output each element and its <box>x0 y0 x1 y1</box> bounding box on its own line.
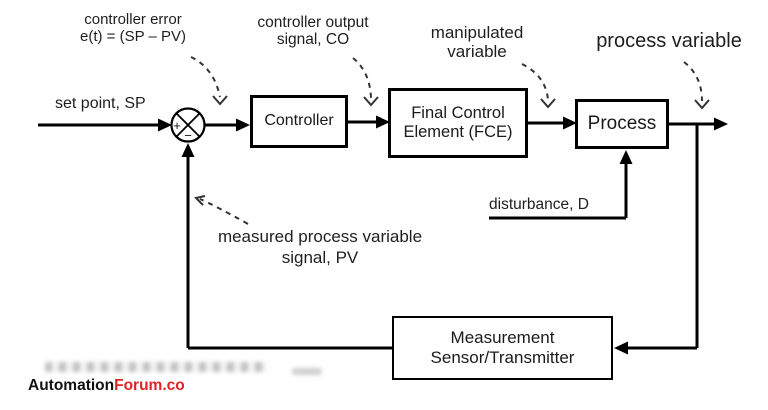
final-control-element-block: Final Control Element (FCE) <box>388 88 528 158</box>
dashed-arrowhead-mv <box>540 98 556 109</box>
dashed-arrowheads <box>194 95 710 206</box>
manipulated-variable-label: manipulated variable <box>417 23 537 61</box>
automationforum-logo: AutomationForum.co <box>28 377 185 395</box>
dashed-arrowhead-pv <box>694 99 710 110</box>
signal-lines <box>38 120 715 350</box>
controller-output-line2: signal, CO <box>276 31 350 49</box>
blurred-watermark-dot <box>292 368 322 375</box>
controller-output-dashed-arrow <box>352 57 372 99</box>
arrowhead-into-sensor <box>614 341 628 355</box>
measured-pv-line2: signal, PV <box>281 248 359 268</box>
junction-plus-sign: + <box>173 118 181 133</box>
dashed-arrowhead-measured <box>194 195 206 206</box>
arrowhead-into-junction-bottom <box>181 143 195 157</box>
fce-block-label-line1: Final Control <box>411 103 505 122</box>
dashed-arrowhead-co <box>363 96 379 107</box>
arrowheads <box>158 115 728 355</box>
disturbance-label: disturbance, D <box>489 196 589 213</box>
controller-output-label: controller output signal, CO <box>233 14 393 49</box>
manipulated-variable-line1: manipulated <box>430 23 524 42</box>
arrowhead-into-process <box>563 116 577 130</box>
summing-junction: + − <box>170 107 206 143</box>
measurement-block-label-line2: Sensor/Transmitter <box>430 348 575 367</box>
set-point-label: set point, SP <box>55 95 146 112</box>
manipulated-variable-line2: variable <box>447 42 507 62</box>
controller-error-dashed-arrow <box>190 56 221 98</box>
controller-output-line1: controller output <box>257 14 369 31</box>
controller-error-line2: e(t) = (SP – PV) <box>79 27 186 45</box>
arrowhead-disturbance <box>619 150 633 164</box>
process-variable-dashed-arrow <box>683 61 703 102</box>
arrowhead-process-output <box>714 117 728 131</box>
controller-error-label: controller error e(t) = (SP – PV) <box>53 11 213 46</box>
process-block-label: Process <box>587 112 657 134</box>
logo-text-red: Forum.co <box>114 377 185 394</box>
logo-text-black: Automation <box>28 377 115 394</box>
dashed-arrowhead-error <box>212 95 228 106</box>
controller-block-label: Controller <box>264 112 334 130</box>
measurement-sensor-block: Measurement Sensor/Transmitter <box>392 316 613 380</box>
fce-block-label-line2: Element (FCE) <box>403 123 513 141</box>
arrowhead-into-fce <box>376 115 390 129</box>
process-variable-label: process variable <box>596 30 742 52</box>
controller-block: Controller <box>250 95 348 148</box>
arrowhead-into-controller <box>236 118 250 132</box>
dashed-annotation-arrows <box>190 56 703 225</box>
measurement-block-label-line1: Measurement <box>450 327 555 347</box>
manipulated-variable-dashed-arrow <box>521 63 549 101</box>
blurred-watermark-streak <box>45 362 267 372</box>
measured-pv-dashed-arrow <box>199 198 249 225</box>
process-block: Process <box>575 99 669 149</box>
measured-pv-label: measured process variable signal, PV <box>200 226 440 269</box>
arrowhead-into-junction <box>158 118 172 132</box>
measured-pv-line1: measured process variable <box>217 227 423 246</box>
junction-minus-sign: − <box>184 128 192 143</box>
summing-junction-cross <box>175 112 201 138</box>
controller-error-line1: controller error <box>84 11 182 28</box>
